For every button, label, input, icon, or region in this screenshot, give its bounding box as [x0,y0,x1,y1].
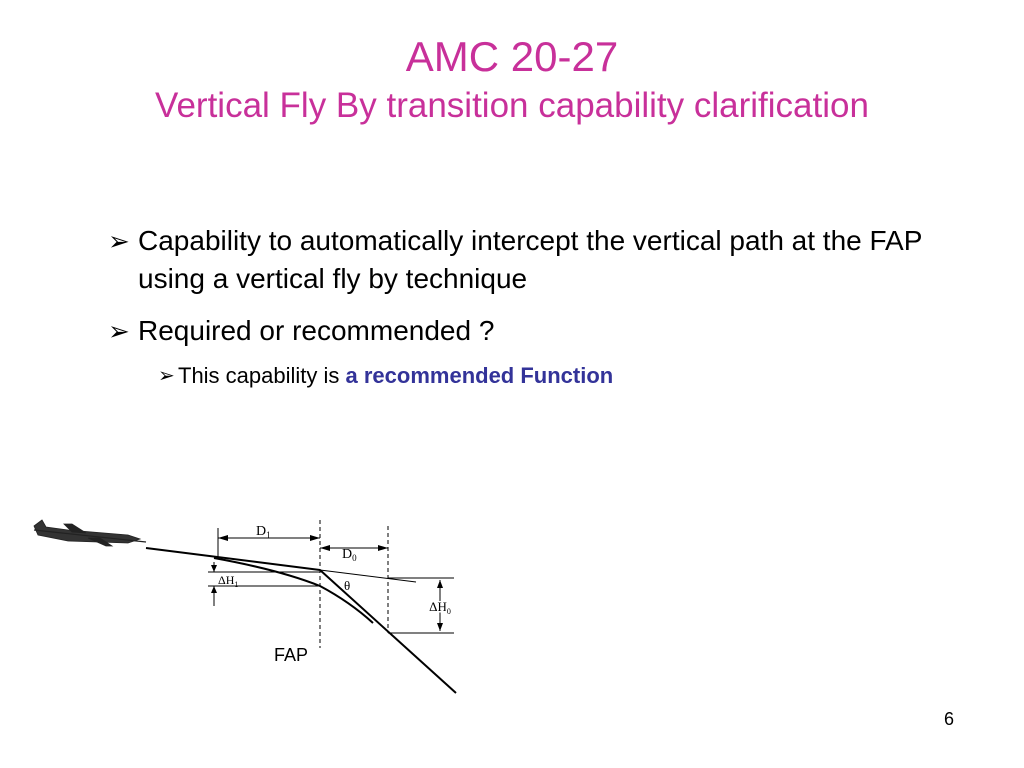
fap-label: FAP [274,645,309,665]
slide-title: AMC 20-27 [405,33,619,80]
bullet-text: Required or recommended ? [138,315,495,346]
d0-label: D0 [342,547,357,563]
sub-bullet-item: ➢ This capability is a recommended Funct… [158,360,613,392]
sub-bullet-text: This capability is [178,363,346,388]
bullet-item: ➢ Capability to automatically intercept … [108,222,988,298]
arrow-bullet-icon: ➢ [108,316,130,346]
dh0-label: ΔH0 [429,599,451,616]
bullet-text: Capability to automatically intercept th… [138,225,922,294]
page-number: 6 [944,709,955,729]
aircraft-icon [33,519,147,547]
dh1-label: ΔH1 [218,573,238,589]
bullet-item: ➢ Required or recommended ? [108,312,988,350]
arrow-bullet-icon: ➢ [158,365,175,387]
vertical-fly-by-diagram: D1 D0 ΔH1 ΔH0 θ [33,519,457,694]
arrow-bullet-icon: ➢ [108,226,130,256]
d1-label: D1 [256,524,271,540]
sub-bullet-emphasis: a recommended Function [345,363,614,388]
approach-path [145,547,321,571]
path-extension [319,569,417,583]
slide-subtitle: Vertical Fly By transition capability cl… [155,86,869,125]
theta-label: θ [344,578,350,593]
